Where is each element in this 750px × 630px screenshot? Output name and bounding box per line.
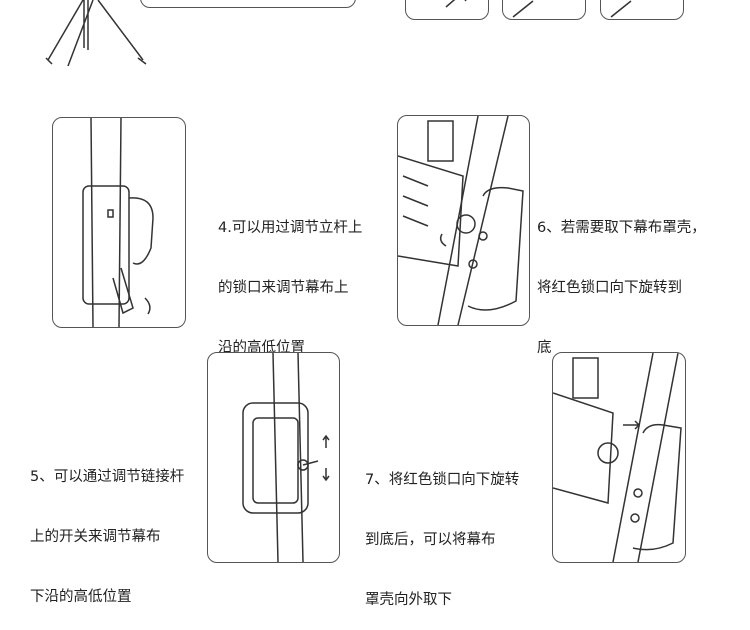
step-7-line-1: 7、将红色锁口向下旋转 xyxy=(365,472,520,488)
step-7-instruction: 7、将红色锁口向下旋转 到底后，可以将幕布 罩壳向外取下 xyxy=(365,430,519,630)
step-5-line-2: 上的开关来调节幕布 xyxy=(30,529,161,545)
step-5-illustration xyxy=(207,352,340,563)
step-4-line-1: 4.可以用过调节立杆上 xyxy=(218,220,363,236)
step-7-line-2: 到底后，可以将幕布 xyxy=(365,532,496,548)
step-7-illustration xyxy=(552,352,686,563)
step-partial-panel-a xyxy=(405,0,489,20)
step-4-illustration xyxy=(52,117,186,328)
step-6-illustration xyxy=(397,115,530,326)
step-partial-panel-c xyxy=(600,0,684,20)
step-7-line-3: 罩壳向外取下 xyxy=(365,592,452,608)
step-6-line-2: 将红色锁口向下旋转到 xyxy=(537,280,682,296)
tripod-illustration xyxy=(45,0,147,67)
step-partial-panel-b xyxy=(502,0,586,20)
step-5-line-1: 5、可以通过调节链接杆 xyxy=(30,469,185,485)
step-5-line-3: 下沿的高低位置 xyxy=(30,589,132,605)
step-6-line-3: 底 xyxy=(537,340,552,356)
step-3-partial-panel xyxy=(140,0,356,8)
step-6-line-1: 6、若需要取下幕布罩壳， xyxy=(537,220,706,236)
step-4-line-2: 的锁口来调节幕布上 xyxy=(218,280,349,296)
step-6-instruction: 6、若需要取下幕布罩壳， 将红色锁口向下旋转到 底 xyxy=(537,178,706,378)
step-5-instruction: 5、可以通过调节链接杆 上的开关来调节幕布 下沿的高低位置 xyxy=(30,427,184,627)
step-4-instruction: 4.可以用过调节立杆上 的锁口来调节幕布上 沿的高低位置 xyxy=(218,178,362,378)
